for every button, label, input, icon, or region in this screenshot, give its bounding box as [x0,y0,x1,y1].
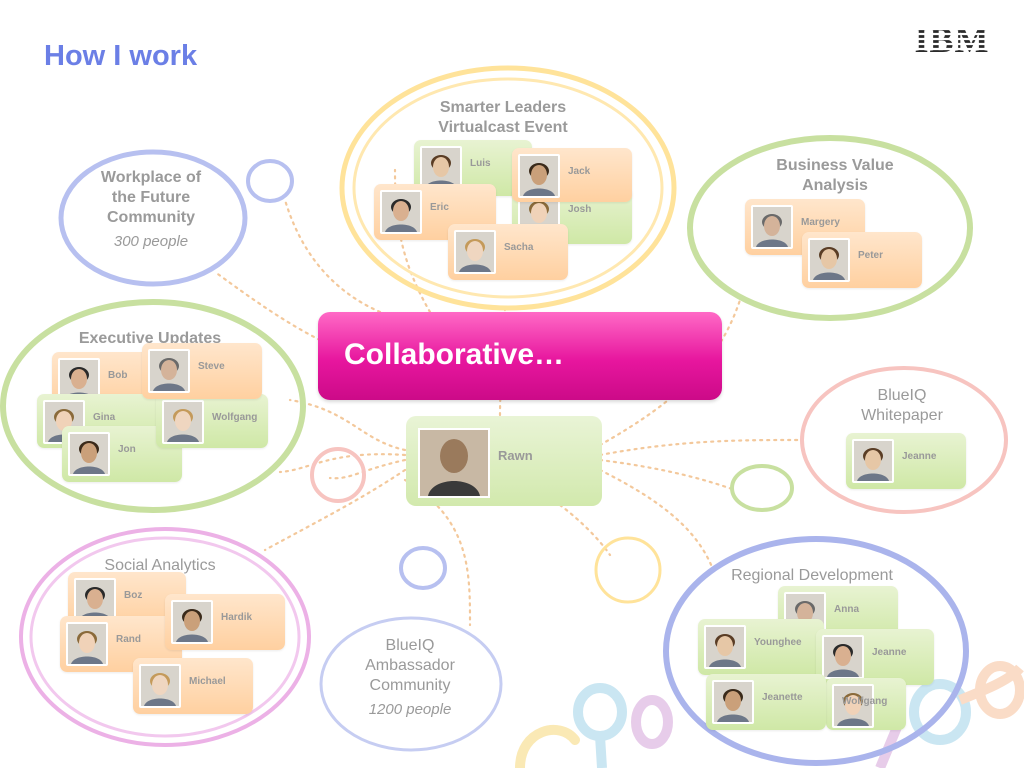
ring-workplace [58,149,248,287]
ring-bva [687,135,973,321]
person-name: Jack [568,166,591,177]
person-card-center[interactable]: Rawn [406,416,602,506]
person-name: Wolfgang [842,696,888,707]
group-title-regional: Regional Development [731,567,893,584]
person-photo-icon [420,146,462,190]
group-title-exec: Executive Updates [78,330,222,347]
person-card-regional[interactable]: Jeanne [816,629,934,685]
person-photo-icon [68,432,110,476]
person-name: Boz [124,590,143,601]
group-title-workplace: Workplace of the Future Community [100,169,202,226]
ring-smarter [339,65,677,311]
person-card-exec[interactable]: Jon [62,426,182,482]
person-photo-icon [852,439,894,483]
person-photo-icon [832,684,874,728]
person-card-blueiq_wp[interactable]: Jeanne [846,433,966,489]
person-name: Michael [189,676,226,687]
person-name: Josh [568,204,592,215]
decorative-loops [515,661,1024,768]
group-subtitle-workplace: 300 people [113,233,189,250]
person-card-regional[interactable]: Wolfgang [826,678,906,730]
ring-small-green [730,464,794,512]
person-photo-icon [751,205,793,249]
person-card-smarter[interactable]: Eric [374,184,496,240]
ring-small-yellow [594,536,662,604]
person-name: Rawn [498,448,533,463]
person-photo-icon [418,428,490,498]
person-photo-icon [139,664,181,708]
person-photo-icon [454,230,496,274]
person-name: Eric [430,202,449,213]
person-photo-icon [58,358,100,402]
person-name: Margery [801,217,840,228]
person-photo-icon [66,622,108,666]
group-title-bva: Business Value Analysis [776,157,894,194]
ring-small-blue-top [246,159,294,203]
ring-exec [0,299,306,513]
person-name: Steve [198,361,225,372]
person-name: Wolfgang [212,412,258,423]
ring-small-blue-bottom [399,546,447,590]
ring-social [19,527,311,747]
group-title-ambassador: BlueIQ Ambassador Community [365,637,455,694]
person-photo-icon [518,154,560,198]
person-photo-icon [148,349,190,393]
person-card-smarter[interactable]: Jack [512,148,632,202]
group-title-smarter: Smarter Leaders Virtualcast Event [438,99,568,136]
group-title-social: Social Analytics [104,557,216,574]
person-name: Jeanette [762,692,803,703]
person-name: Sacha [504,242,534,253]
group-title-blueiq-wp: BlueIQ Whitepaper [861,387,943,424]
person-card-regional[interactable]: Jeanette [706,674,826,730]
page-title: How I work [44,40,198,72]
person-photo-icon [712,680,754,724]
ring-small-pink [310,447,366,503]
person-name: Jeanne [902,451,937,462]
person-name: Jeanne [872,647,907,658]
person-photo-icon [74,578,116,622]
person-photo-icon [704,625,746,669]
ibm-logo-icon: IBM [906,20,998,60]
person-photo-icon [822,635,864,679]
ring-ambassador [319,616,503,752]
person-name: Jon [118,444,136,455]
person-photo-icon [380,190,422,234]
person-card-smarter[interactable]: Sacha [448,224,568,280]
person-name: Hardik [221,612,253,623]
person-photo-icon [808,238,850,282]
person-name: Luis [470,158,491,169]
group-subtitle-ambassador: 1200 people [368,701,452,718]
ring-regional [663,536,969,766]
person-name: Gina [93,412,116,423]
person-card-regional[interactable]: Younghee [698,619,824,675]
person-card-exec[interactable]: Steve [142,343,262,399]
person-card-bva[interactable]: Peter [802,232,922,288]
ring-blueiq-wp [800,366,1008,514]
person-name: Bob [108,370,128,381]
person-card-exec[interactable]: Wolfgang [156,394,268,448]
collaborative-label: Collaborative… [344,338,565,371]
person-card-social[interactable]: Michael [133,658,253,714]
person-name: Anna [834,604,859,615]
person-photo-icon [162,400,204,444]
person-name: Rand [116,634,141,645]
person-name: Younghee [754,637,802,648]
person-name: Peter [858,250,884,261]
connector-lines [213,168,802,627]
collaborative-banner: Collaborative… [318,312,722,400]
person-photo-icon [171,600,213,644]
person-card-social[interactable]: Hardik [165,594,285,650]
